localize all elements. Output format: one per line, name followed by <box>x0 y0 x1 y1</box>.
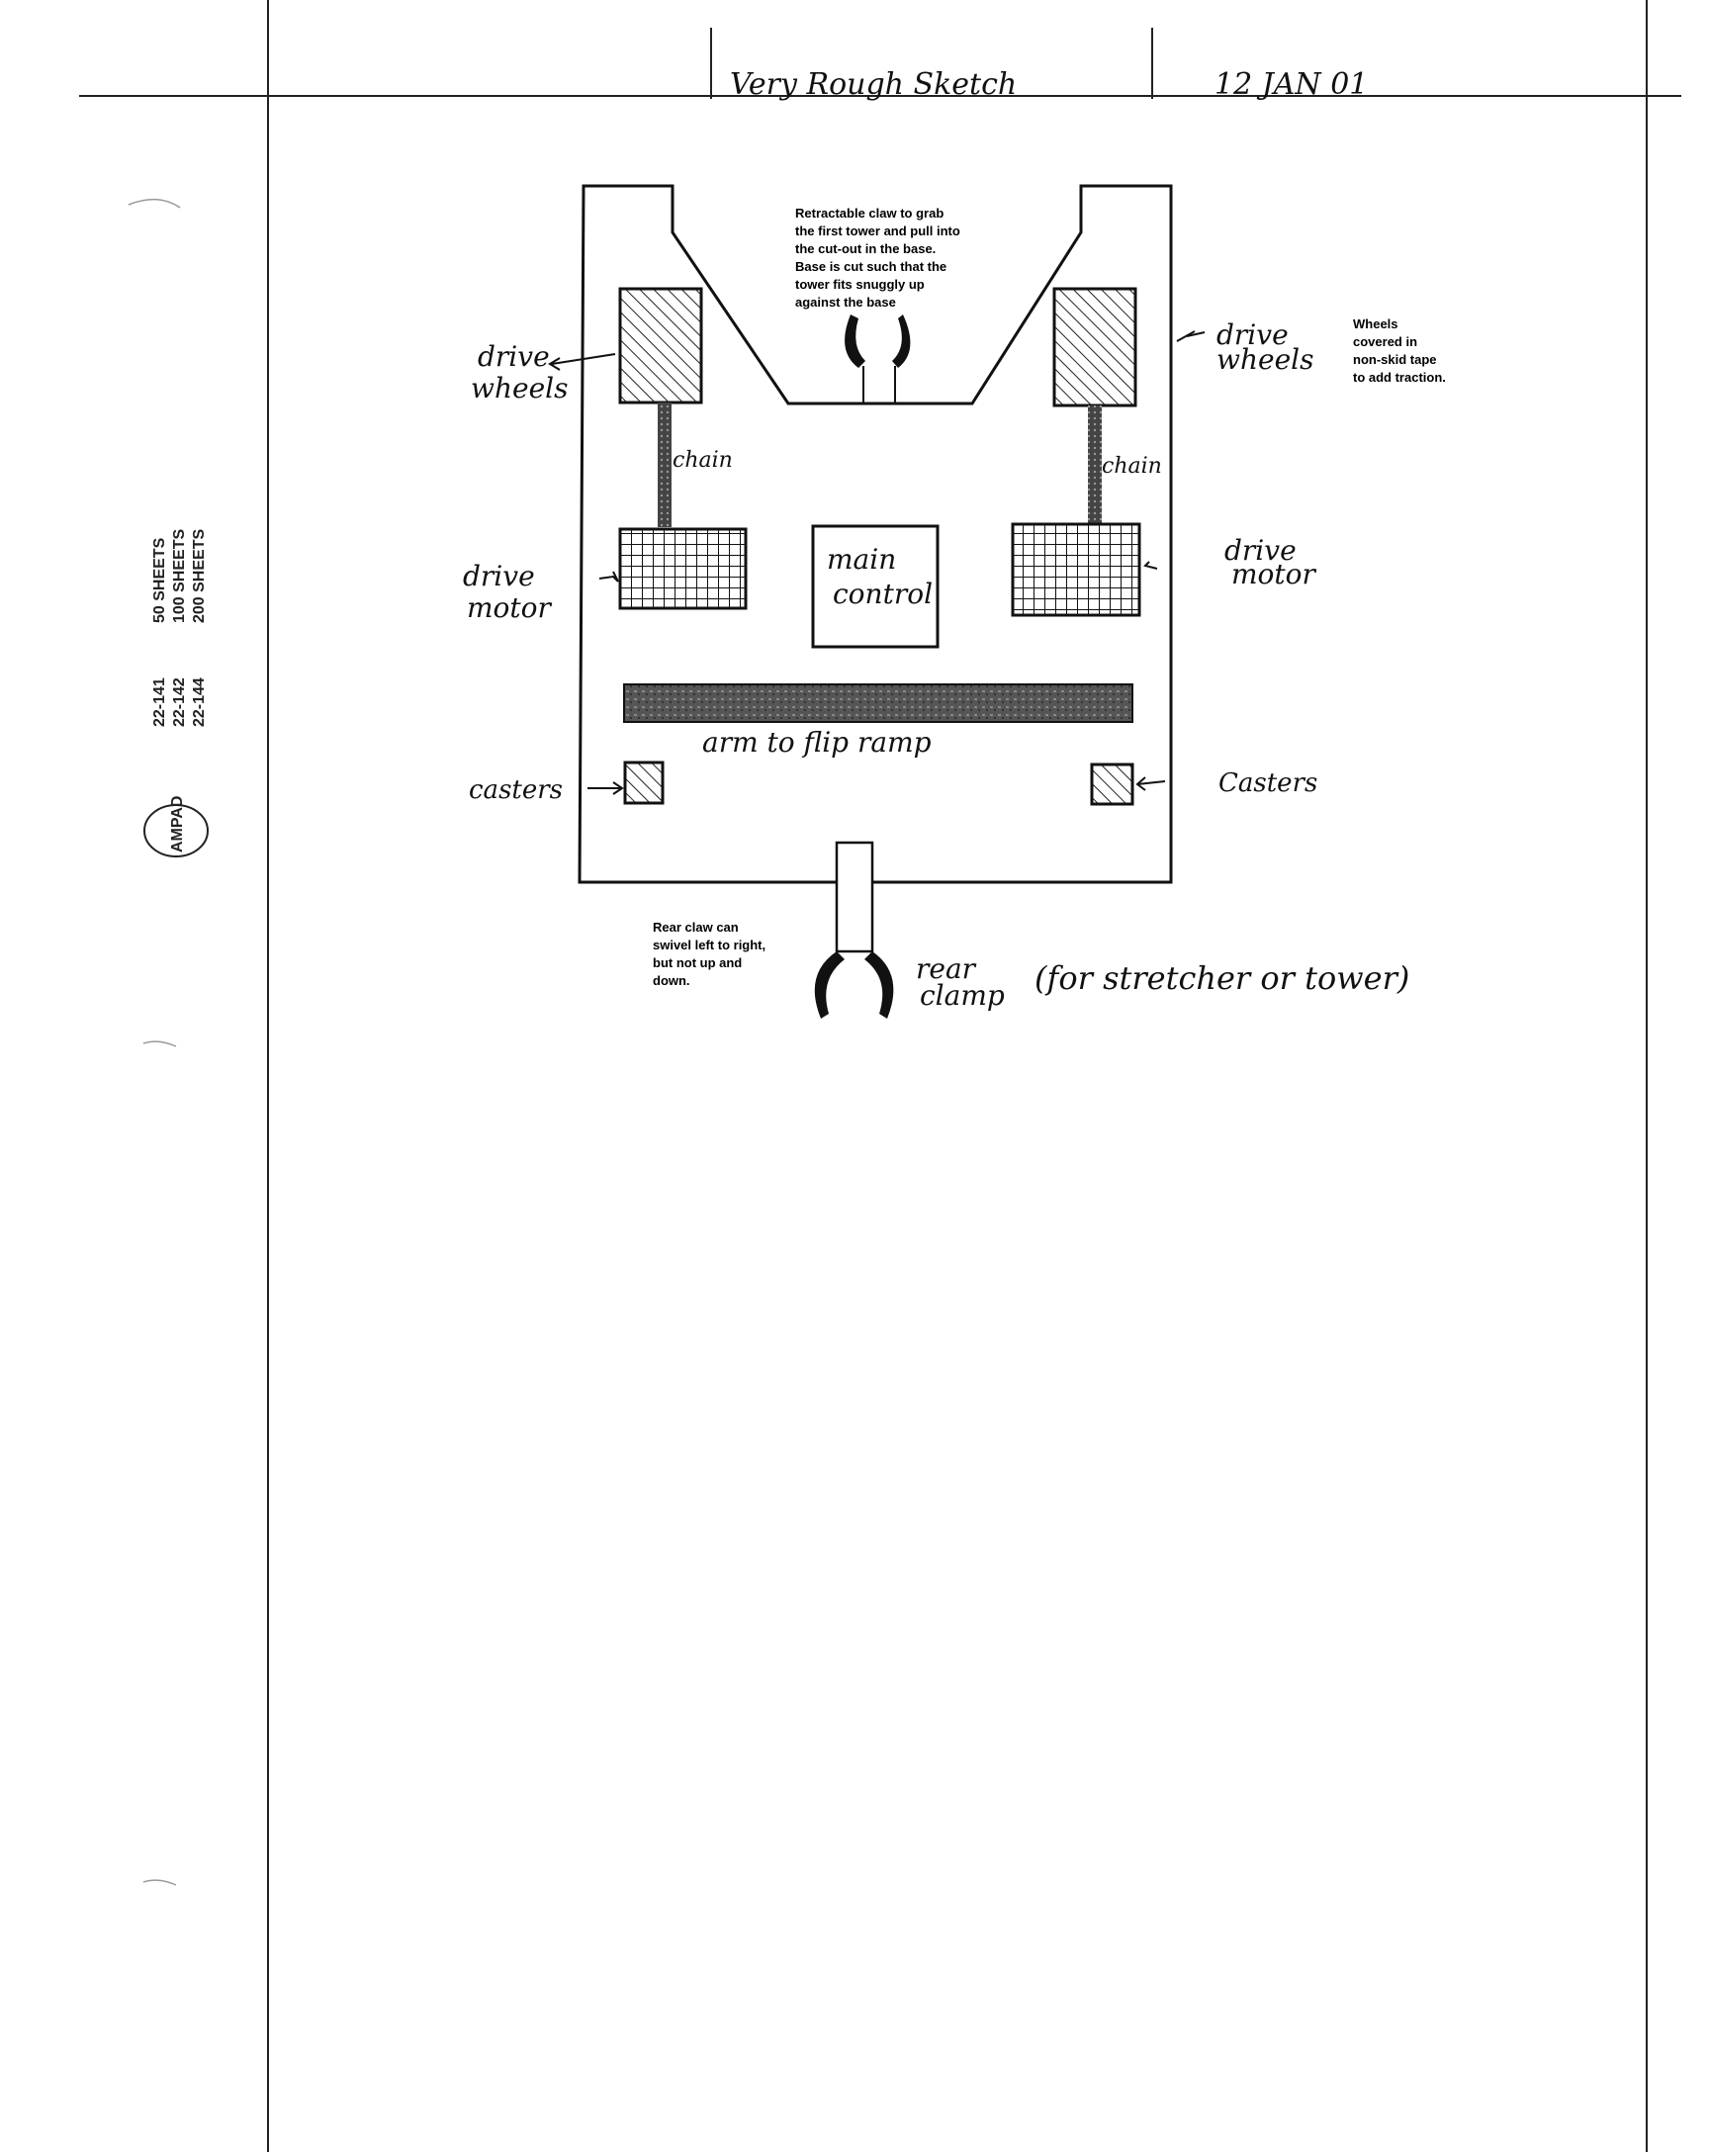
robot-base-outline <box>578 184 1173 884</box>
note-front-claw-line: Base is cut such that the <box>795 259 946 274</box>
pad-brand: AMPAD <box>169 796 186 853</box>
pad-code-3: 22-144 <box>191 677 208 727</box>
note-rear-claw-line: down. <box>653 973 690 988</box>
rear-claw <box>814 841 894 1019</box>
drive-wheel-right <box>1052 287 1137 407</box>
label-drive-motor-right-2: motor <box>1231 558 1317 590</box>
note-front-claw-line: against the base <box>795 295 896 310</box>
label-main-control-1: main <box>827 543 896 576</box>
pad-code-1: 22-141 <box>151 677 168 727</box>
label-casters-right: Casters <box>1218 768 1317 798</box>
note-front-claw-line: the cut-out in the base. <box>795 241 936 256</box>
label-arm: arm to flip ramp <box>702 726 932 759</box>
pad-code-2: 22-142 <box>171 677 188 727</box>
main-control-box <box>811 524 940 649</box>
ramp-arm <box>623 683 1133 723</box>
pad-sheets-2: 100 SHEETS <box>171 529 188 623</box>
label-drive-wheels-left-1: drive <box>478 340 550 373</box>
label-casters-left: casters <box>469 775 563 805</box>
label-rear-clamp-2: clamp <box>920 979 1005 1012</box>
label-main-control-2: control <box>833 578 933 610</box>
note-rear-claw: Rear claw can swivel left to right, but … <box>653 920 769 988</box>
chain-left <box>658 403 672 527</box>
label-drive-motor-right-1: drive <box>1224 534 1297 567</box>
page-frame <box>79 0 1681 2152</box>
binder-marks <box>128 199 181 1886</box>
note-rear-claw-line: swivel left to right, <box>653 938 765 952</box>
note-wheels-line: non-skid tape <box>1353 352 1437 367</box>
note-rear-claw-line: but not up and <box>653 955 742 970</box>
pointer-arrows <box>548 330 1206 795</box>
label-drive-wheels-right-1: drive <box>1216 318 1289 351</box>
label-rear-clamp-note: (for stretcher or tower) <box>1034 959 1409 997</box>
label-drive-motor-left-2: motor <box>467 591 553 624</box>
pad-sheets-3: 200 SHEETS <box>191 529 208 623</box>
note-wheels: Wheels covered in non-skid tape to add t… <box>1353 316 1446 385</box>
note-wheels-line: covered in <box>1353 334 1417 349</box>
drive-motor-right <box>1011 522 1141 617</box>
chain-right <box>1088 405 1102 524</box>
note-front-claw-line: the first tower and pull into <box>795 224 960 238</box>
drive-motor-left <box>618 527 748 610</box>
label-rear-clamp-1: rear <box>916 952 977 985</box>
header-date: 12 JAN 01 <box>1214 67 1368 102</box>
label-chain-left: chain <box>673 448 733 473</box>
header-title: Very Rough Sketch <box>730 67 1017 102</box>
label-chain-right: chain <box>1102 454 1162 479</box>
note-front-claw-line: Retractable claw to grab <box>795 206 944 221</box>
note-wheels-line: to add traction. <box>1353 370 1446 385</box>
caster-right <box>1090 763 1134 806</box>
front-claw <box>845 314 911 404</box>
pad-branding: AMPAD 22-141 22-142 22-144 50 SHEETS 100… <box>143 529 209 857</box>
label-drive-wheels-right-2: wheels <box>1216 343 1313 376</box>
note-rear-claw-line: Rear claw can <box>653 920 739 935</box>
drive-wheel-left <box>618 287 703 404</box>
caster-left <box>623 761 665 805</box>
pad-sheets-1: 50 SHEETS <box>151 537 168 623</box>
note-front-claw-line: tower fits snuggly up <box>795 277 925 292</box>
note-wheels-line: Wheels <box>1353 316 1398 331</box>
label-drive-wheels-left-2: wheels <box>471 372 568 404</box>
label-drive-motor-left-1: drive <box>463 560 535 592</box>
note-front-claw: Retractable claw to grab the first tower… <box>795 206 963 310</box>
